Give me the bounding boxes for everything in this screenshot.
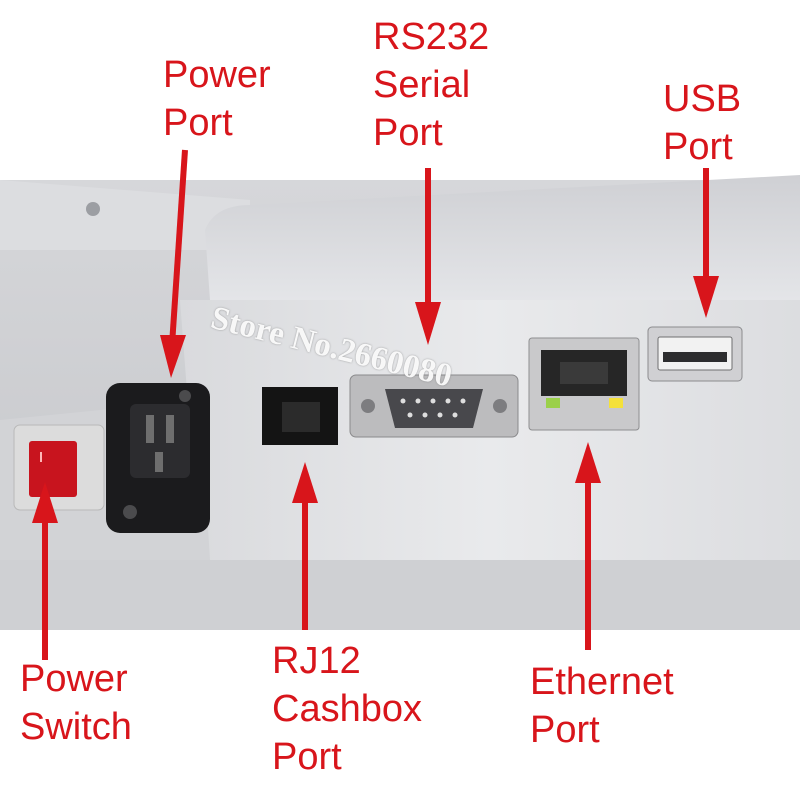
annotation-arrows xyxy=(32,149,719,660)
power-pin-icon xyxy=(166,415,174,443)
upper-shelf xyxy=(0,180,250,250)
down-arrow-icon xyxy=(693,276,719,318)
db9-pins-icon xyxy=(400,398,466,418)
ethernet-opening xyxy=(560,362,608,384)
power-pin-icon xyxy=(155,452,163,472)
down-arrow-icon xyxy=(415,302,441,345)
screw-icon xyxy=(493,399,507,413)
power-pin-icon xyxy=(146,415,154,443)
usb-tongue xyxy=(663,352,727,362)
usb-port-label: USB Port xyxy=(663,78,742,168)
down-arrow-icon xyxy=(160,335,186,378)
led-green-icon xyxy=(546,398,560,408)
port-panel-front xyxy=(180,300,800,630)
port-panel-top xyxy=(205,175,800,300)
led-yellow-icon xyxy=(609,398,623,408)
up-arrow-icon xyxy=(32,482,58,523)
down-arrow-icon xyxy=(169,149,188,346)
power-inlet-socket xyxy=(130,404,190,478)
rj12-opening xyxy=(282,402,320,432)
screw-icon xyxy=(86,202,100,216)
screw-icon xyxy=(179,390,191,402)
power-port-label: Power Port xyxy=(163,54,271,144)
power-switch-label: Power Switch xyxy=(20,658,132,748)
screw-icon xyxy=(123,505,137,519)
device-base xyxy=(0,560,800,630)
up-arrow-icon xyxy=(575,442,601,483)
screw-icon xyxy=(361,399,375,413)
db9-connector[interactable] xyxy=(385,389,483,428)
serial-port-label: RS232 Serial Port xyxy=(373,16,490,154)
cashbox-port-label: RJ12 Cashbox Port xyxy=(272,640,422,778)
power-switch[interactable] xyxy=(29,441,77,497)
up-arrow-icon xyxy=(292,462,318,503)
ethernet-port-label: Ethernet Port xyxy=(530,661,674,751)
